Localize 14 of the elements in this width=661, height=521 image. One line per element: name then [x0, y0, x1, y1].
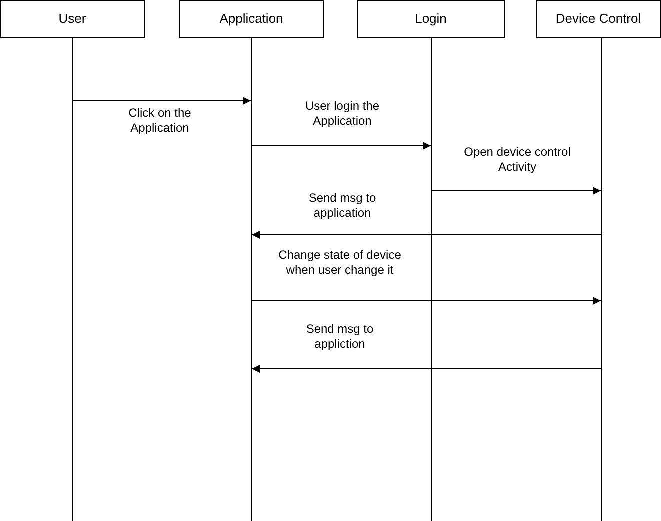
participant-box: User — [0, 0, 145, 38]
lifeline — [601, 38, 602, 521]
lifeline — [431, 38, 432, 521]
message-arrow — [252, 297, 602, 305]
participant-box: Login — [357, 0, 505, 38]
participant-box: Device Control — [536, 0, 661, 38]
message-arrow — [432, 187, 602, 195]
message-arrow — [72, 97, 252, 105]
message-arrow — [252, 365, 602, 373]
message-arrow — [252, 142, 432, 150]
lifeline — [72, 38, 73, 521]
participant-box: Application — [179, 0, 324, 38]
message-arrow — [252, 231, 602, 239]
lifeline — [251, 38, 252, 521]
